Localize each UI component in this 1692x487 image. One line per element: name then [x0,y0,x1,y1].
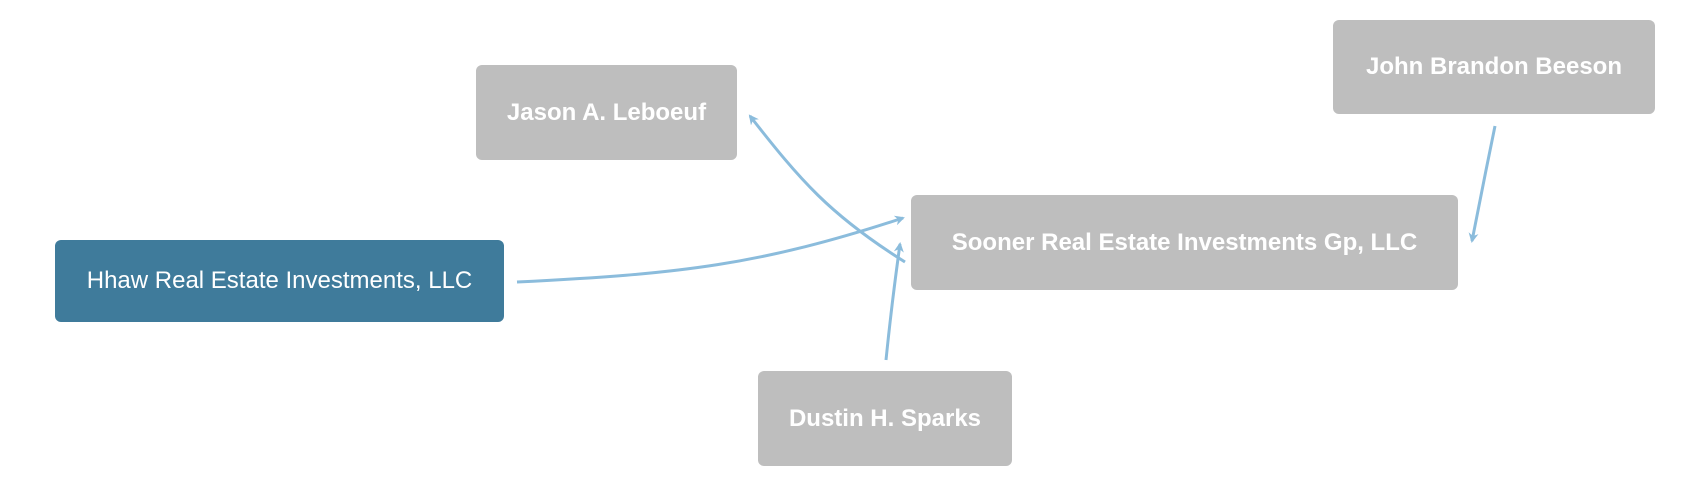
edge-hhaw-to-sooner [516,215,905,284]
node-dustin-h-sparks[interactable]: Dustin H. Sparks [758,371,1012,466]
node-label: John Brandon Beeson [1365,53,1623,80]
edge-john-to-sooner [1468,125,1497,243]
node-label: Jason A. Leboeuf [506,98,707,126]
node-john-brandon-beeson[interactable]: John Brandon Beeson [1333,20,1655,114]
node-label: Sooner Real Estate Investments Gp, LLC [951,228,1418,256]
node-sooner-real-estate-investments[interactable]: Sooner Real Estate Investments Gp, LLC [911,195,1458,290]
edge-dustin-to-sooner [884,242,904,361]
node-label: Dustin H. Sparks [788,404,982,432]
node-hhaw-real-estate-investments[interactable]: Hhaw Real Estate Investments, LLC [55,240,504,322]
node-jason-a-leboeuf[interactable]: Jason A. Leboeuf [476,65,737,160]
edge-sooner-to-jason [748,114,906,264]
node-label: Hhaw Real Estate Investments, LLC [86,267,473,294]
